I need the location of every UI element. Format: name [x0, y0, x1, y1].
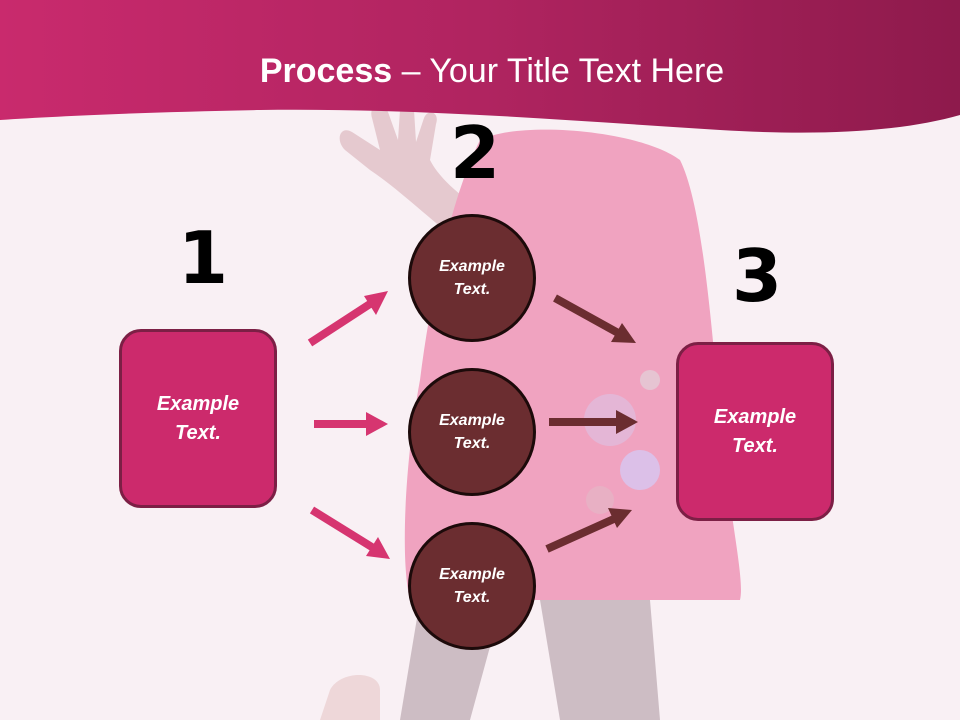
header-banner	[0, 0, 960, 133]
circle-middle: Example Text.	[408, 368, 536, 496]
circle-bottom: Example Text.	[408, 522, 536, 650]
circle-top: Example Text.	[408, 214, 536, 342]
step-number-1: 1	[178, 216, 229, 300]
circle-top-text: Example Text.	[439, 258, 505, 298]
page-title: Process – Your Title Text Here	[0, 52, 960, 91]
circle-bottom-text: Example Text.	[439, 566, 505, 606]
title-rest: – Your Title Text Here	[392, 52, 725, 90]
step-1-box: Example Text.	[119, 329, 277, 508]
step-3-box: Example Text.	[676, 342, 834, 521]
title-bold: Process	[259, 52, 393, 90]
step-number-3: 3	[732, 234, 783, 318]
step-3-text: Example Text.	[713, 405, 797, 457]
step-number-2: 2	[450, 111, 501, 195]
step-1-text: Example Text.	[156, 392, 240, 444]
circle-middle-text: Example Text.	[439, 412, 505, 452]
